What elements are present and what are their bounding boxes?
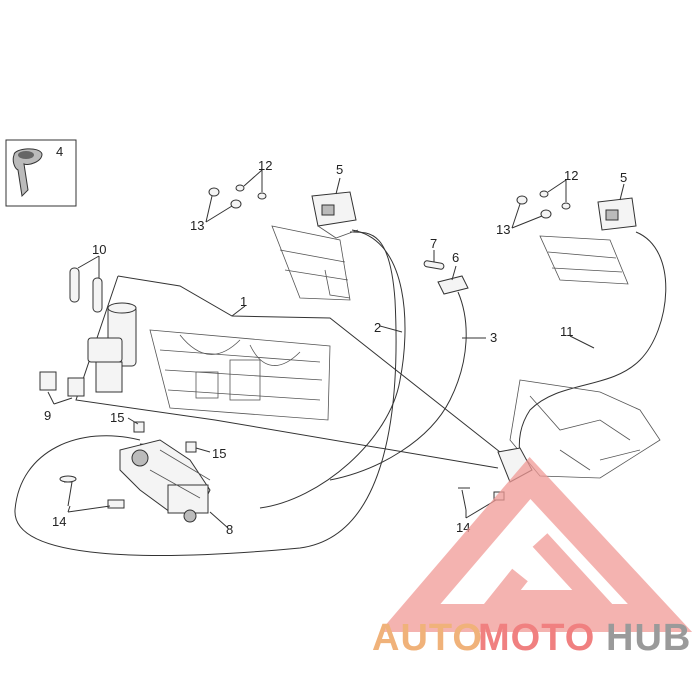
callout-8: 8: [226, 522, 233, 537]
callout-10: 10: [92, 242, 106, 257]
watermark-word-hub: HUB: [606, 617, 691, 659]
cable-part-11: [518, 231, 667, 457]
fasteners-left: [205, 169, 267, 223]
watermark-word-moto: MOTO: [478, 617, 595, 659]
clips-part-15: [127, 417, 211, 453]
pins-part-10: [69, 255, 103, 313]
callout-13-left: 13: [190, 218, 204, 233]
watermark-triangle-inner: [479, 533, 618, 610]
callout-11: 11: [560, 324, 574, 339]
callout-labels: 4 10 1 9 15 15 14 8 12 13 5 2 7 6 3 12 1…: [44, 144, 627, 537]
watermark-text: AUTO MOTO HUB: [372, 617, 691, 659]
fasteners-right: [511, 179, 571, 229]
callout-1: 1: [240, 294, 247, 309]
latch-part-5-right: [539, 183, 637, 285]
latch-part-5-left: [271, 177, 359, 301]
callout-13-right: 13: [496, 222, 510, 237]
slider-part-6: [437, 265, 469, 295]
callout-12-left: 12: [258, 158, 272, 173]
screws-part-14-left: [59, 475, 125, 513]
lock-mechanism-part-8: [119, 439, 229, 529]
frame-assembly-part-1: [75, 275, 501, 469]
callout-3: 3: [490, 330, 497, 345]
callout-6: 6: [452, 250, 459, 265]
key-part-4: [5, 139, 77, 207]
cable-part-3: [329, 291, 467, 481]
cable-part-2: [259, 229, 406, 509]
callout-12-right: 12: [564, 168, 578, 183]
callout-5-left: 5: [336, 162, 343, 177]
callout-5-right: 5: [620, 170, 627, 185]
callout-15-right: 15: [212, 446, 226, 461]
callout-4: 4: [56, 144, 63, 159]
cable-loop: [14, 231, 397, 556]
watermark-logo: [379, 456, 693, 632]
watermark-triangle-outer: [379, 456, 693, 632]
callout-14-left: 14: [52, 514, 66, 529]
pin-part-7: [423, 250, 445, 270]
callout-15-left: 15: [110, 410, 124, 425]
callout-9: 9: [44, 408, 51, 423]
watermark-word-auto: AUTO: [372, 617, 483, 659]
callout-2: 2: [374, 320, 381, 335]
blocks-part-9: [39, 371, 85, 405]
callout-7: 7: [430, 236, 437, 251]
